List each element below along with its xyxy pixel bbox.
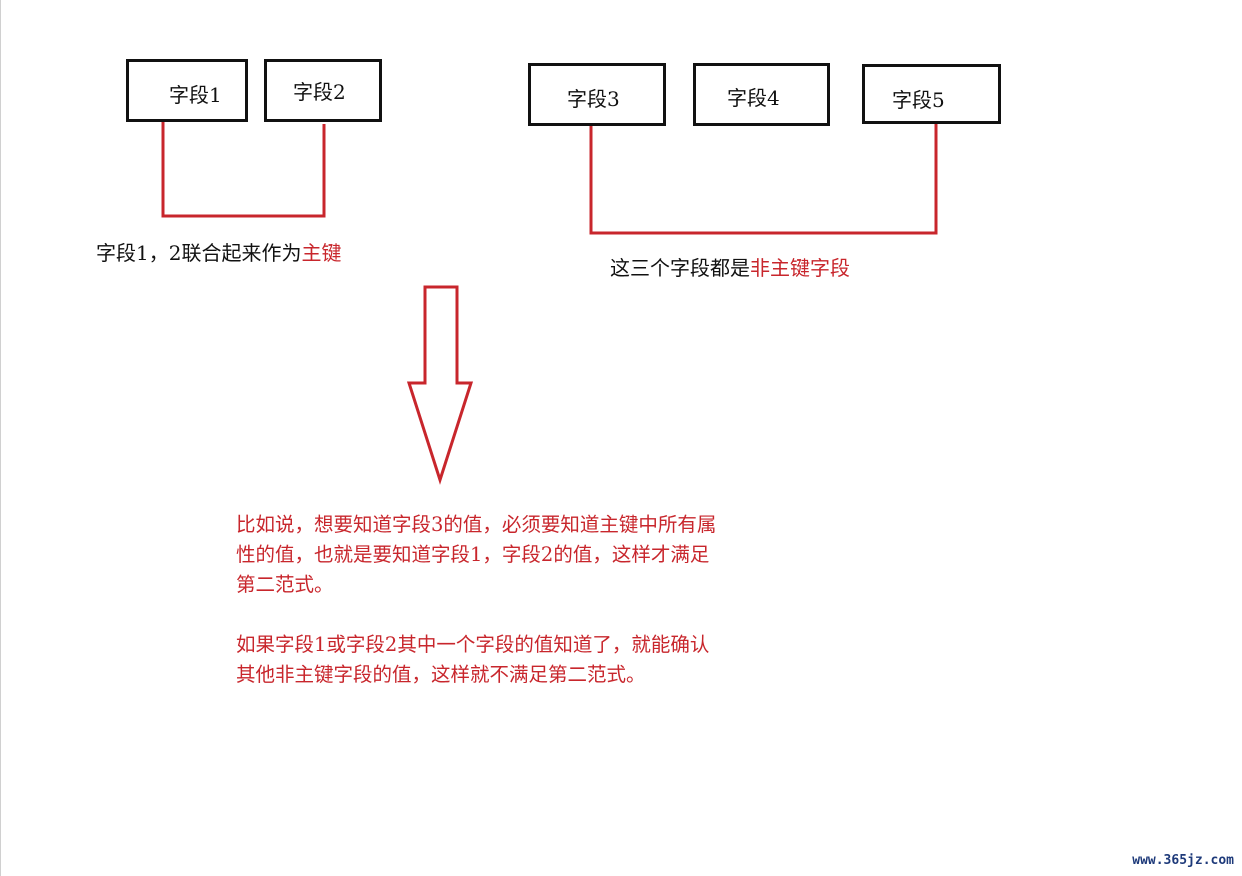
field-box-1: 字段1 — [126, 59, 248, 122]
page-edge-line — [0, 0, 1, 876]
non-key-bracket — [589, 124, 938, 235]
composite-key-caption: 字段1，2联合起来作为主键 — [96, 243, 341, 263]
field-label-2: 字段2 — [293, 80, 346, 104]
field-label-5: 字段5 — [892, 88, 945, 112]
field-box-4: 字段4 — [693, 63, 830, 126]
explanation-line: 性的值，也就是要知道字段1，字段2的值，这样才满足 — [236, 543, 710, 566]
explanation-line: 比如说，想要知道字段3的值，必须要知道主键中所有属 — [236, 513, 717, 536]
non-key-caption: 这三个字段都是非主键字段 — [610, 258, 850, 278]
field-label-4: 字段4 — [727, 86, 780, 110]
field-label-3: 字段3 — [567, 87, 620, 111]
composite-key-caption-text: 字段1，2联合起来作为 — [96, 241, 302, 265]
field-box-5: 字段5 — [862, 64, 1001, 124]
primary-key-bracket — [161, 122, 326, 218]
explanation-line: 第二范式。 — [236, 573, 334, 596]
down-arrow-icon — [406, 285, 474, 485]
non-key-highlight: 非主键字段 — [750, 256, 850, 280]
primary-key-highlight: 主键 — [301, 241, 342, 265]
field-label-1: 字段1 — [169, 83, 222, 107]
explanation-paragraph-1: 比如说，想要知道字段3的值，必须要知道主键中所有属 性的值，也就是要知道字段1，… — [236, 510, 836, 600]
site-watermark: www.365jz.com — [1132, 853, 1234, 868]
field-box-2: 字段2 — [264, 59, 382, 122]
explanation-line: 其他非主键字段的值，这样就不满足第二范式。 — [236, 663, 646, 686]
field-box-3: 字段3 — [528, 63, 666, 126]
explanation-line: 如果字段1或字段2其中一个字段的值知道了，就能确认 — [236, 633, 710, 656]
non-key-caption-text: 这三个字段都是 — [610, 256, 750, 280]
explanation-paragraph-2: 如果字段1或字段2其中一个字段的值知道了，就能确认 其他非主键字段的值，这样就不… — [236, 630, 836, 690]
